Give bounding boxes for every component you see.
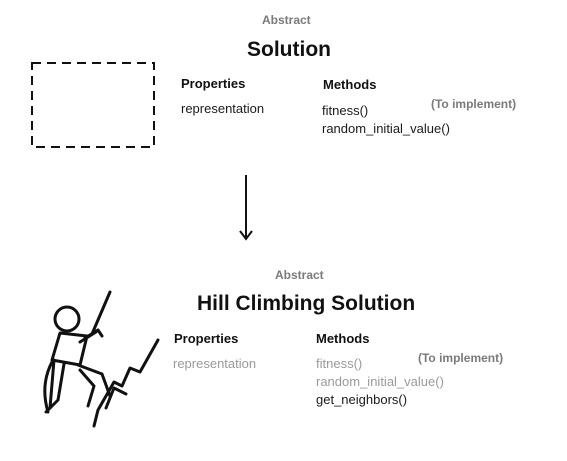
property-representation: representation (173, 356, 257, 371)
methods-heading: Methods (323, 77, 377, 92)
properties-heading: Properties (174, 331, 239, 346)
climber-icon (43, 290, 160, 428)
method-random-initial-value: random_initial_value() (322, 121, 450, 136)
method-get-neighbors: get_neighbors() (316, 392, 408, 407)
dashed-placeholder-icon (31, 62, 155, 148)
properties-heading: Properties (181, 76, 246, 91)
arrow-down-icon (239, 175, 253, 241)
to-implement-note: (To implement) (431, 97, 517, 111)
property-representation: representation (181, 101, 265, 116)
method-fitness: fitness() (322, 103, 369, 118)
method-fitness: fitness() (316, 356, 363, 371)
method-random-initial-value: random_initial_value() (316, 374, 444, 389)
abstract-label: Abstract (262, 13, 311, 27)
class-title: Solution (247, 38, 331, 61)
class-title: Hill Climbing Solution (197, 292, 416, 315)
abstract-label: Abstract (275, 268, 324, 282)
to-implement-note: (To implement) (418, 351, 504, 365)
methods-heading: Methods (316, 331, 370, 346)
